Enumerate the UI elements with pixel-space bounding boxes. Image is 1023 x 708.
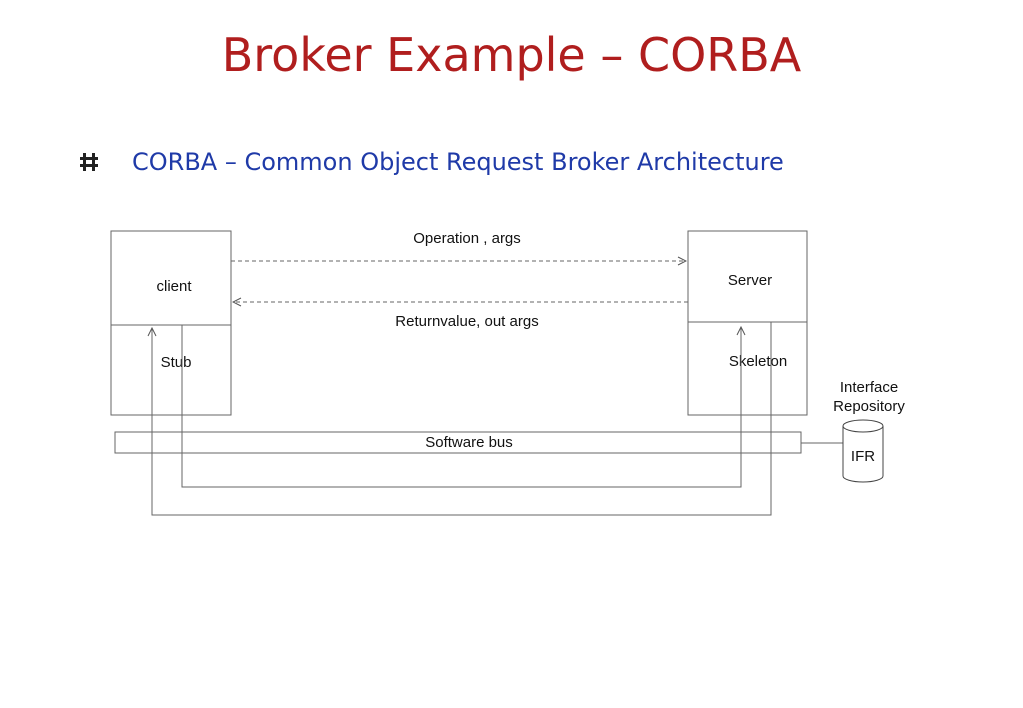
bullet-text: CORBA – Common Object Request Broker Arc… <box>132 148 784 176</box>
slide-title: Broker Example – CORBA <box>221 28 802 82</box>
ifr-label: IFR <box>851 448 875 465</box>
software-bus-label: Software bus <box>425 434 513 451</box>
bullet-item: CORBA – Common Object Request Broker Arc… <box>78 148 784 176</box>
operation-label: Operation , args <box>413 230 521 247</box>
repository-label-line1: Interface <box>840 379 898 396</box>
skeleton-label: Skeleton <box>729 353 787 370</box>
ifr-cylinder-icon <box>842 419 884 483</box>
stub-label: Stub <box>161 354 192 371</box>
client-label: client <box>156 278 192 295</box>
outer-path <box>152 322 772 516</box>
server-label: Server <box>728 272 772 289</box>
return-label: Returnvalue, out args <box>395 313 538 330</box>
inner-path <box>181 325 741 488</box>
client-box <box>110 230 232 416</box>
server-box <box>687 230 808 416</box>
repository-label-line2: Repository <box>833 398 905 415</box>
hash-bullet-icon <box>80 153 98 171</box>
